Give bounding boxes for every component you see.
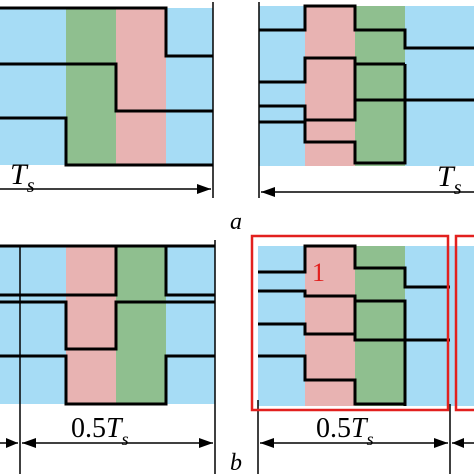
waveform-1	[259, 4, 474, 50]
edge-arrowhead	[452, 438, 464, 448]
marker-1: 1	[312, 258, 325, 287]
green-region	[355, 6, 405, 166]
panel-label-b: b	[230, 450, 242, 474]
arrowhead-right	[199, 438, 213, 448]
waveform-2	[259, 56, 474, 102]
waveform-1	[0, 6, 213, 58]
panel-a-right: Ts	[258, 2, 474, 199]
panel-b-right: 0.5Ts 1	[250, 234, 474, 474]
waveform-4	[259, 64, 407, 165]
highlight-frame	[250, 234, 450, 412]
green-region	[355, 246, 405, 406]
arrowhead-left	[260, 438, 274, 448]
pink-region	[66, 246, 116, 404]
pink-region	[305, 6, 355, 166]
arrowhead	[261, 187, 275, 197]
pink-region	[116, 8, 166, 165]
green-region	[116, 246, 166, 404]
edge-arrowhead	[6, 438, 18, 448]
period-label: Ts	[437, 160, 462, 199]
waveform-3	[0, 116, 213, 167]
panel-a-left: Ts	[0, 2, 214, 198]
arrowhead	[197, 184, 211, 194]
waveform-3	[258, 299, 407, 406]
waveform-3	[259, 62, 405, 122]
panel-b-left: 0.5Ts	[0, 240, 216, 474]
waveform-2	[0, 62, 213, 113]
arrowhead-left	[22, 438, 36, 448]
half-period-label: 0.5Ts	[316, 413, 374, 449]
waveform-2	[258, 289, 450, 342]
waveform-1	[258, 244, 450, 289]
arrowhead-right	[434, 438, 448, 448]
waveform-4	[0, 354, 215, 406]
waveform-3	[0, 300, 215, 351]
waveform-4	[258, 354, 405, 406]
waveform-2	[0, 244, 215, 297]
green-region	[66, 8, 116, 165]
period-label: Ts	[10, 158, 35, 197]
panel-label-a: a	[230, 209, 242, 235]
highlight-frame-next	[454, 234, 474, 412]
half-period-label: 0.5Ts	[71, 413, 129, 449]
